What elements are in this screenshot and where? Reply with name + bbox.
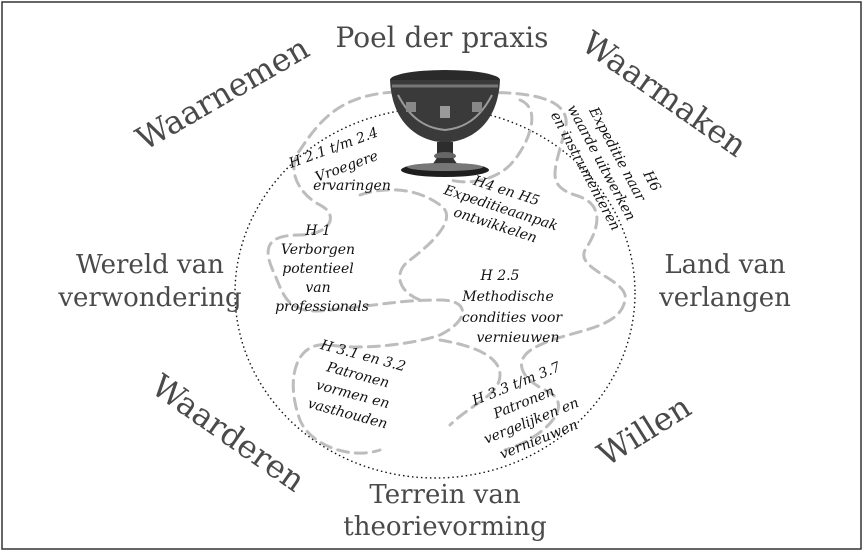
section-h1-line4: van [305, 280, 330, 296]
label-land-van: Land van [664, 250, 786, 280]
section-h25-line2: Methodische [461, 289, 553, 305]
section-h25-line4: vernieuwen [477, 330, 560, 346]
section-h25-line3: condities voor [462, 310, 564, 326]
label-theorievorming: theorievorming [343, 512, 547, 542]
label-wereld-van: Wereld van [76, 250, 224, 280]
label-terrein-van: Terrein van [369, 480, 520, 510]
section-h1-line5: professionals [275, 299, 369, 315]
section-h25-title: H 2.5 [480, 268, 520, 284]
label-verwondering: verwondering [57, 283, 241, 313]
section-h1-line2: Verborgen [281, 242, 355, 258]
label-poel-der-praxis: Poel der praxis [336, 21, 549, 54]
section-h21-line3: ervaringen [313, 178, 391, 194]
label-verlangen: verlangen [658, 283, 791, 313]
section-h1-title: H 1 [304, 223, 331, 239]
section-h1-line3: potentieel [282, 261, 353, 277]
